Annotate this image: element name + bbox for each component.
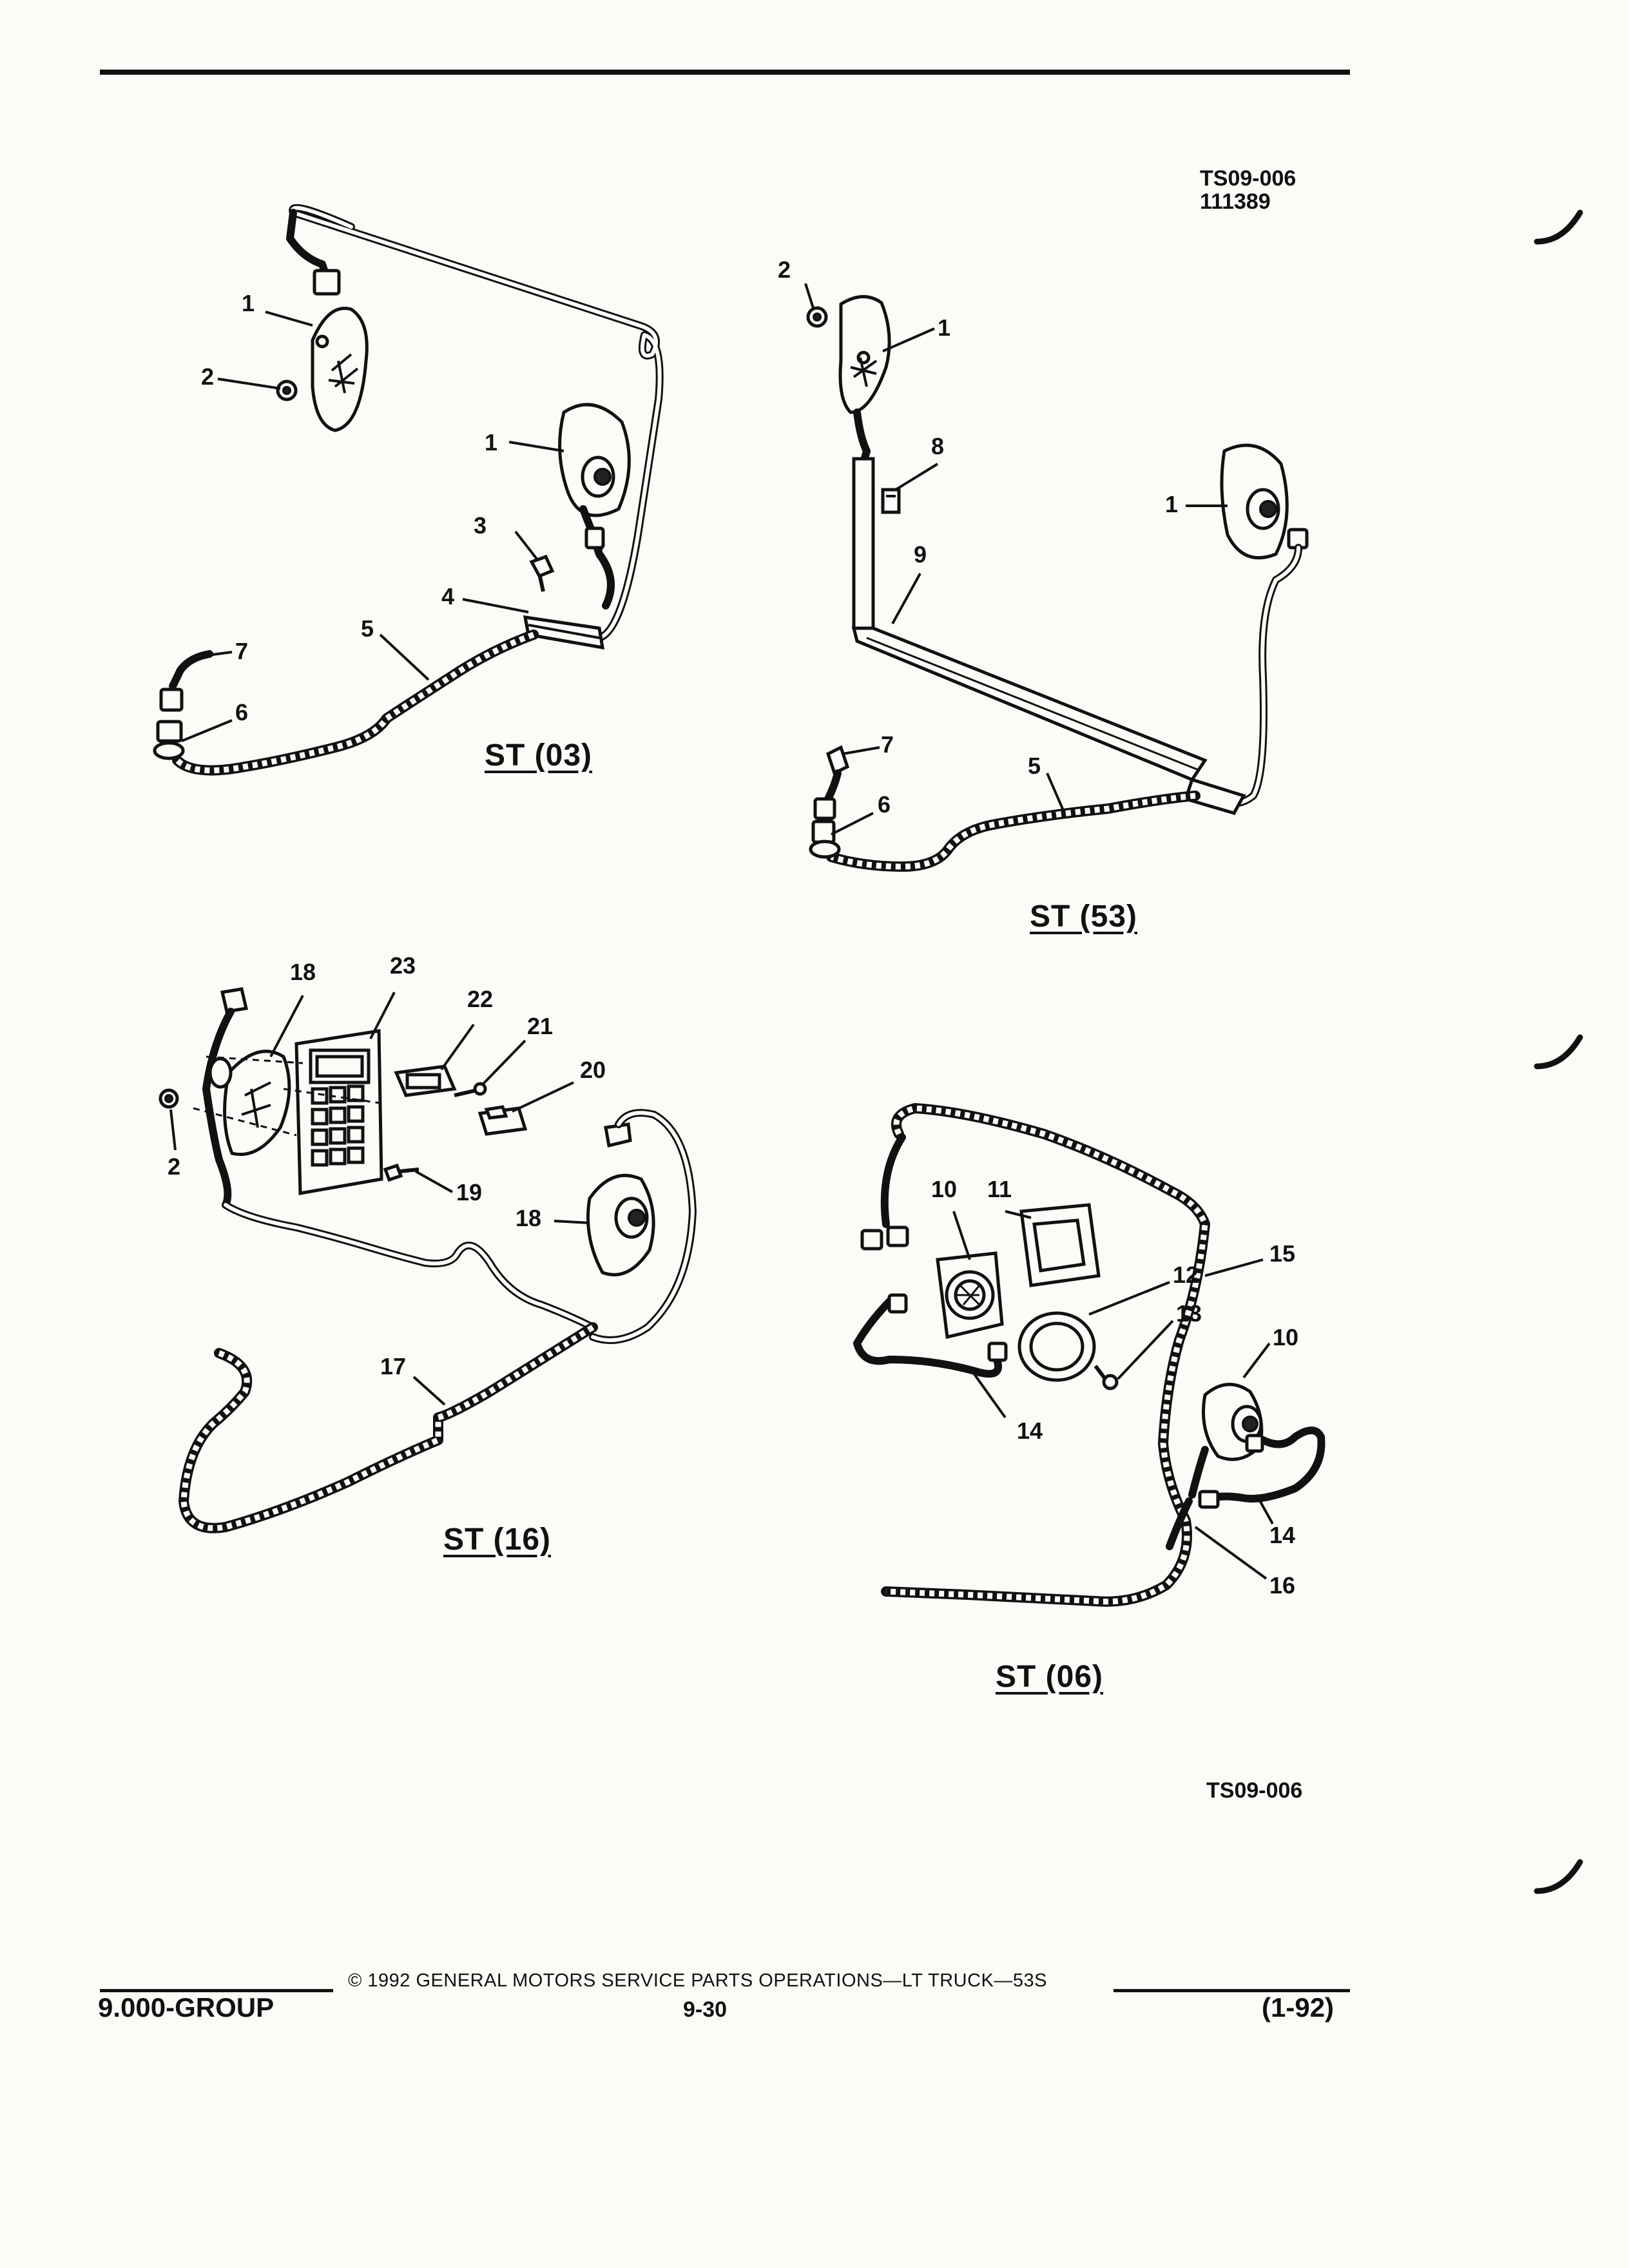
callout-st06-16: 16 — [1269, 1572, 1296, 1599]
callout-st16-22: 22 — [467, 986, 494, 1012]
callout-st16-20: 20 — [580, 1057, 606, 1083]
callout-st16-21: 21 — [527, 1013, 554, 1039]
keypad-grid — [311, 1084, 365, 1167]
callout-st06-15: 15 — [1269, 1240, 1296, 1267]
callout-st03-2: 2 — [201, 363, 215, 390]
callout-st06-12: 12 — [1173, 1262, 1199, 1288]
callout-st53-2: 2 — [778, 256, 791, 283]
figure-id: TS09-006 — [1200, 166, 1296, 191]
footer-copyright: © 1992 GENERAL MOTORS SERVICE PARTS OPER… — [348, 1970, 1047, 1991]
callout-st53-1a: 1 — [938, 314, 951, 341]
callout-st03-4: 4 — [441, 583, 455, 610]
callout-st03-1a: 1 — [242, 290, 255, 316]
section-title-st16: ST (16) — [443, 1523, 552, 1557]
section-title-st06: ST (06) — [996, 1660, 1104, 1694]
figure-code: 111389 — [1200, 189, 1271, 214]
binder-mark-icon — [1534, 1859, 1583, 1894]
callout-st16-18b: 18 — [516, 1205, 542, 1231]
bottom-figure-id: TS09-006 — [1206, 1778, 1303, 1803]
callout-st53-9: 9 — [914, 541, 927, 568]
section-title-st53: ST (53) — [1030, 899, 1138, 934]
callout-st53-8: 8 — [931, 433, 945, 459]
section-title-st03: ST (03) — [485, 738, 593, 773]
callout-st16-2: 2 — [168, 1153, 181, 1180]
callout-st16-23: 23 — [390, 952, 416, 979]
callout-st16-19: 19 — [456, 1179, 483, 1206]
callout-st53-6: 6 — [878, 791, 891, 818]
callout-st06-11: 11 — [987, 1176, 1012, 1202]
callout-st53-5: 5 — [1028, 753, 1041, 779]
callout-st03-7: 7 — [235, 638, 249, 664]
callout-st06-10a: 10 — [931, 1176, 958, 1202]
callout-leaders — [169, 283, 1274, 1580]
binder-mark-icon — [1534, 1034, 1583, 1070]
callout-st03-3: 3 — [474, 512, 487, 539]
top-rule — [100, 70, 1350, 75]
st53-assembly — [806, 295, 1309, 872]
footer-page-number: 9-30 — [683, 1997, 728, 2022]
footer-rule-right — [1113, 1989, 1350, 1992]
footer-date: (1-92) — [1262, 1992, 1335, 2023]
st03-assembly — [153, 204, 664, 776]
callout-st53-1b: 1 — [1165, 491, 1179, 517]
callout-st06-10b: 10 — [1273, 1324, 1299, 1350]
binder-mark-icon — [1534, 209, 1583, 245]
callout-st03-5: 5 — [361, 615, 374, 642]
callout-st16-17: 17 — [380, 1353, 407, 1379]
callout-st03-6: 6 — [235, 699, 249, 726]
footer-rule-left — [100, 1989, 333, 1992]
st06-assembly — [853, 1103, 1325, 1607]
callout-st06-13: 13 — [1176, 1300, 1202, 1327]
callout-st53-7: 7 — [881, 731, 894, 758]
st16-assembly — [159, 987, 697, 1533]
footer-group: 9.000-GROUP — [98, 1992, 275, 2023]
callout-st06-14b: 14 — [1269, 1522, 1296, 1548]
callout-st03-1b: 1 — [485, 429, 498, 456]
callout-st16-18a: 18 — [290, 959, 316, 985]
callout-st06-14a: 14 — [1017, 1418, 1043, 1444]
